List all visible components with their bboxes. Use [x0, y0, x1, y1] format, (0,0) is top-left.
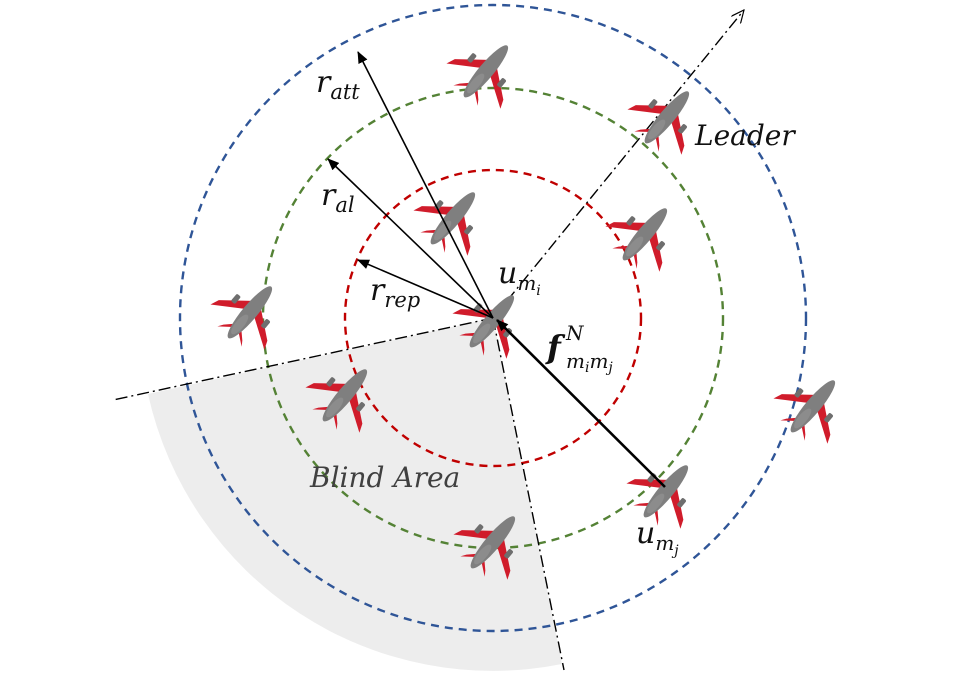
r-al-arrow: [327, 158, 494, 319]
airplane-icon: [201, 264, 299, 361]
attraction-ring: [178, 3, 808, 633]
r-rep-arrow: [357, 259, 494, 319]
u-mi-label: umi: [498, 256, 541, 299]
airplane-icon: [617, 443, 715, 540]
force-superscript: N: [565, 321, 585, 345]
force-subscript: mimj: [566, 349, 613, 376]
leader-label: Leader: [694, 119, 796, 152]
force-label: f: [545, 328, 566, 366]
r-rep-label: rrep: [370, 273, 420, 312]
alignment-ring: [261, 86, 725, 550]
u-mj-label: umj: [636, 516, 679, 559]
r-al-label: ral: [321, 178, 355, 217]
blind-boundary-right: [492, 317, 565, 671]
airplane-icon: [764, 358, 862, 455]
airplane-icon: [437, 23, 535, 120]
blind-area-label: Blind Area: [309, 461, 460, 494]
airplane-icon: [404, 170, 502, 267]
repulsion-ring: [343, 168, 643, 468]
r-att-label: ratt: [316, 65, 360, 104]
heading-axis: [492, 10, 744, 319]
r-att-arrow: [357, 51, 494, 319]
airplane-icon: [596, 186, 694, 283]
force-arrow: [496, 319, 666, 488]
blind-area-region: [148, 318, 562, 671]
